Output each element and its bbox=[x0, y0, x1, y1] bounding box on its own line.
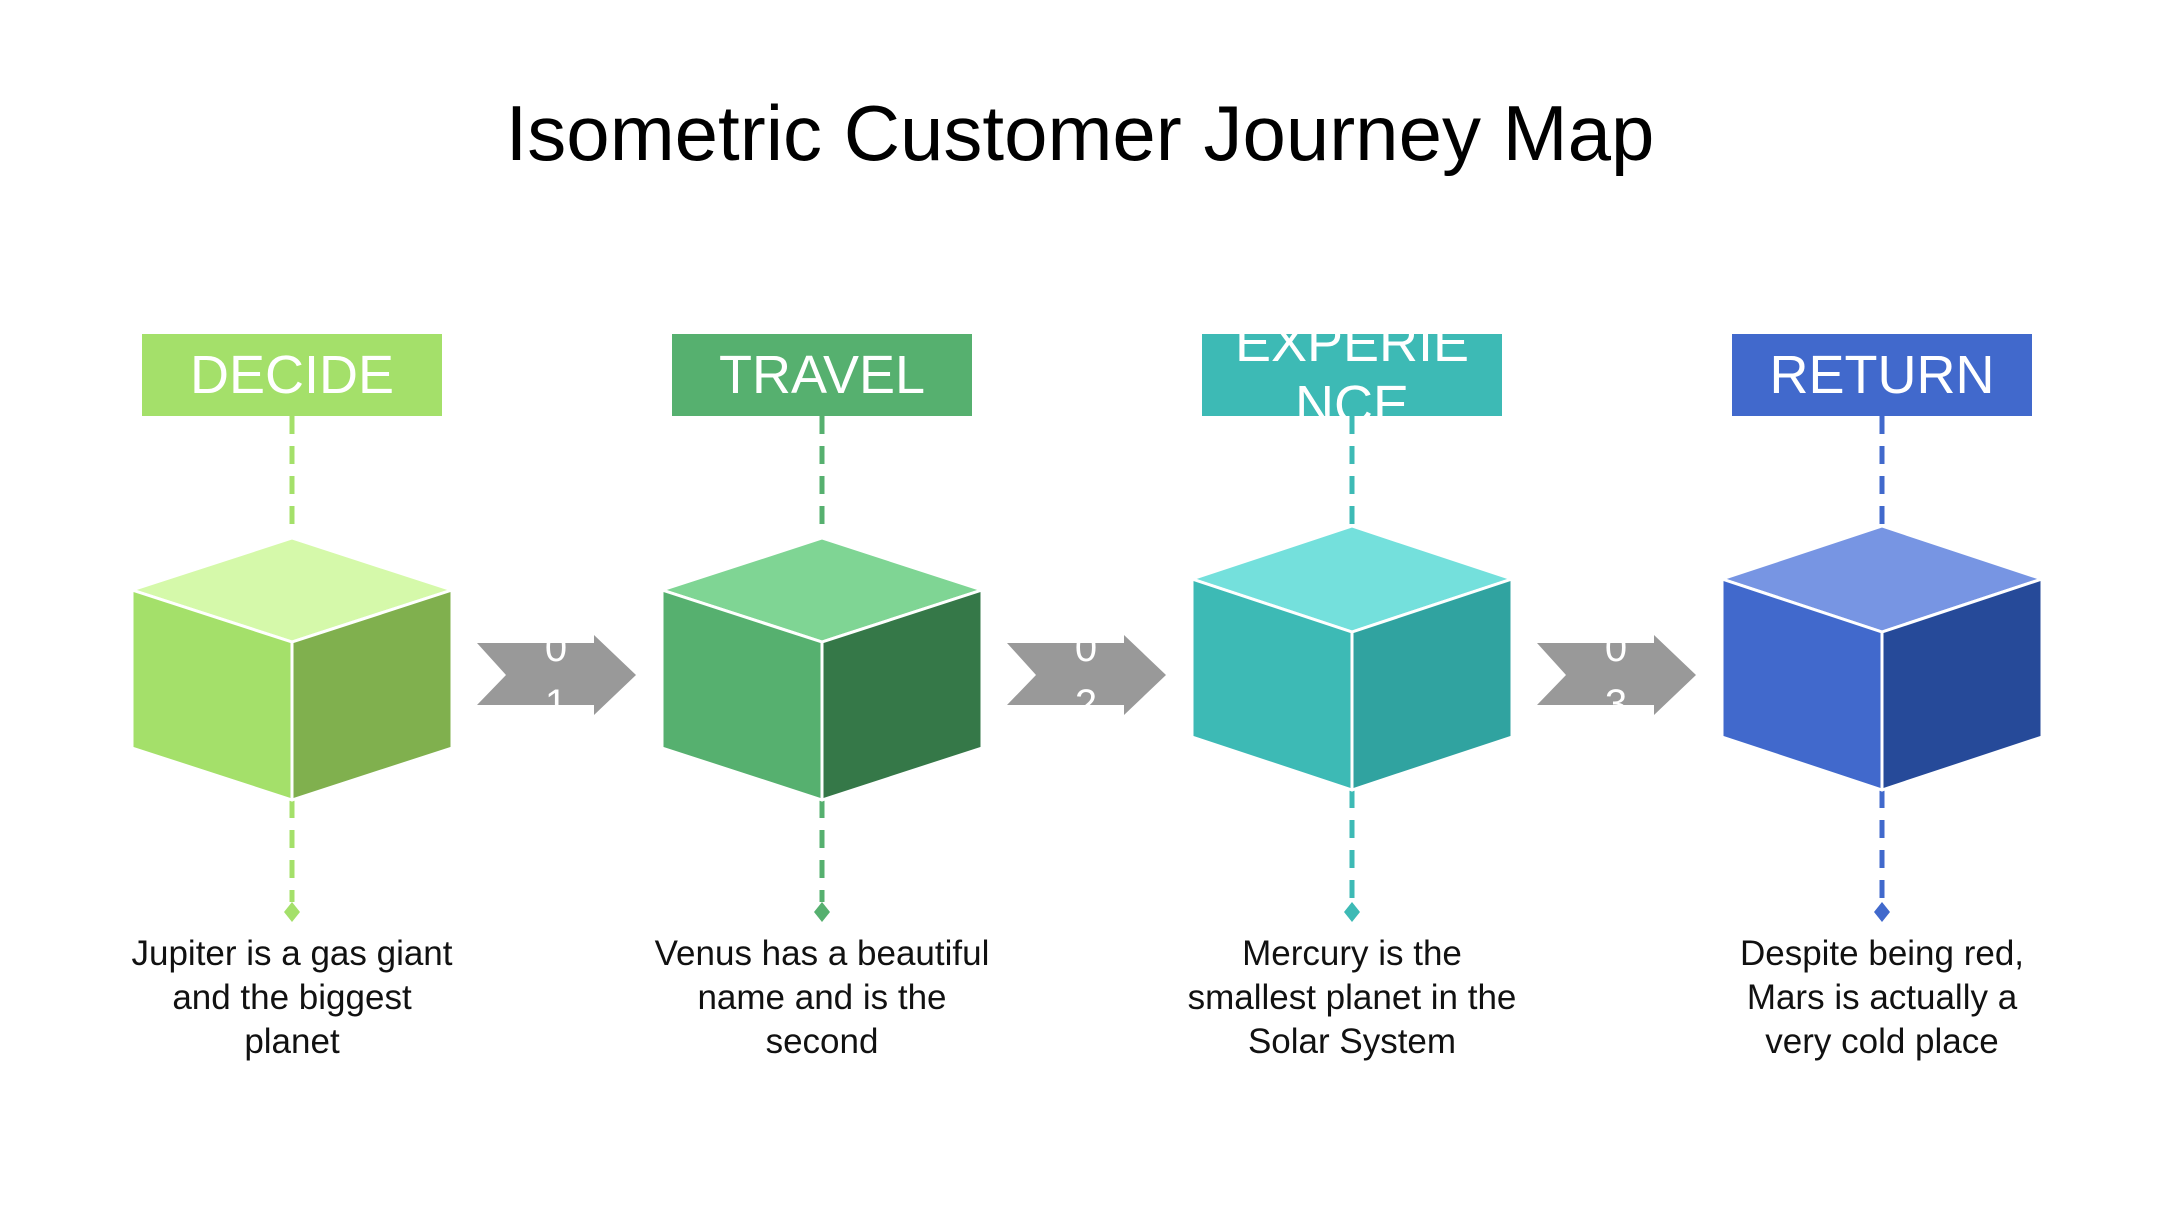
stage-label-return: RETURN bbox=[1732, 334, 2032, 416]
stage-label-travel-text: TRAVEL bbox=[718, 345, 926, 405]
cube-decide bbox=[130, 536, 454, 802]
arrow-3-number: 03 bbox=[1604, 626, 1628, 710]
stage-label-decide: DECIDE bbox=[142, 334, 442, 416]
connector-decide-end bbox=[284, 902, 300, 922]
connector-experience-end bbox=[1344, 902, 1360, 922]
stage-label-experience-text: EXPERIENCE bbox=[1234, 334, 1470, 416]
arrow-2 bbox=[1007, 635, 1166, 715]
connector-travel-end bbox=[814, 902, 830, 922]
arrow-1-number: 01 bbox=[544, 626, 568, 710]
stage-label-travel: TRAVEL bbox=[672, 334, 972, 416]
description-decide: Jupiter is a gas giant and the biggest p… bbox=[131, 934, 453, 1061]
description-return: Despite being red, Mars is actually a ve… bbox=[1739, 934, 2025, 1061]
cube-return bbox=[1720, 524, 2044, 792]
arrow-2-number: 02 bbox=[1074, 626, 1098, 710]
description-experience: Mercury is the smallest planet in the So… bbox=[1187, 934, 1517, 1061]
arrow-3 bbox=[1537, 635, 1696, 715]
arrow-1 bbox=[477, 635, 636, 715]
stage-label-decide-text: DECIDE bbox=[189, 345, 395, 405]
cube-travel bbox=[660, 536, 984, 802]
stage-label-return-text: RETURN bbox=[1769, 345, 1995, 405]
stage-label-experience: EXPERIENCE bbox=[1202, 334, 1502, 416]
connector-return-end bbox=[1874, 902, 1890, 922]
page-title: Isometric Customer Journey Map bbox=[505, 89, 1655, 177]
cube-experience bbox=[1190, 524, 1514, 792]
description-travel: Venus has a beautiful name and is the se… bbox=[654, 934, 990, 1061]
